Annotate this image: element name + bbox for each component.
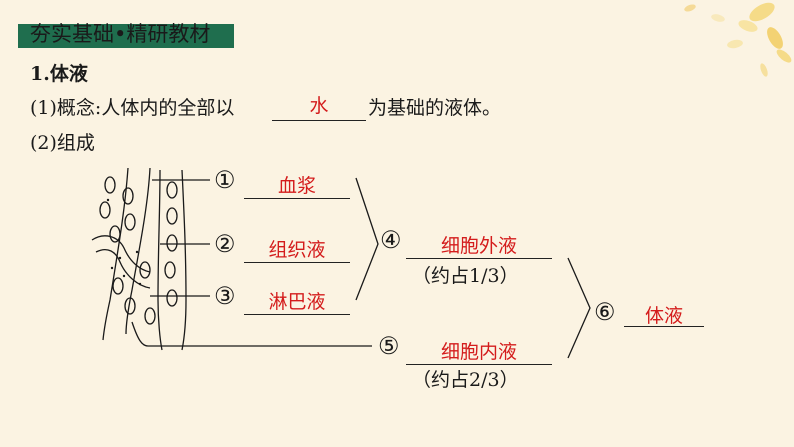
- concept-blank-line: [272, 120, 366, 121]
- answer-intracellular-fluid: 细胞内液: [440, 341, 517, 363]
- marker-3: ③: [214, 282, 236, 310]
- answer-lymph-line: [244, 314, 350, 315]
- concept-suffix: 为基础的液体。: [368, 97, 502, 119]
- answer-extracellular-fluid: 细胞外液: [440, 235, 517, 257]
- marker-1: ①: [214, 166, 236, 194]
- answer-tissue-fluid-line: [244, 262, 350, 263]
- answer-plasma: 血浆: [277, 175, 316, 197]
- concept-prefix: (1)概念:人体内的全部以: [30, 97, 235, 119]
- composition-label: (2)组成: [30, 132, 95, 154]
- answer-extracellular-line: [406, 258, 552, 259]
- note-intracellular: （约占2/3）: [412, 369, 519, 391]
- section-title: 夯实基础•精研教材: [30, 22, 211, 46]
- answer-plasma-line: [244, 198, 350, 199]
- answer-body-fluid: 体液: [644, 305, 683, 327]
- answer-lymph: 淋巴液: [268, 291, 326, 313]
- heading-body-fluid: 1.体液: [30, 63, 88, 85]
- marker-2: ②: [214, 230, 236, 258]
- answer-intracellular-line: [406, 364, 552, 365]
- marker-5: ⑤: [378, 332, 400, 360]
- note-extracellular: （约占1/3）: [412, 265, 519, 287]
- marker-4: ④: [380, 226, 402, 254]
- answer-body-fluid-line: [624, 326, 704, 327]
- section-title-bar: [18, 24, 234, 48]
- marker-6: ⑥: [594, 298, 616, 326]
- concept-answer: 水: [309, 95, 329, 117]
- answer-tissue-fluid: 组织液: [268, 239, 326, 261]
